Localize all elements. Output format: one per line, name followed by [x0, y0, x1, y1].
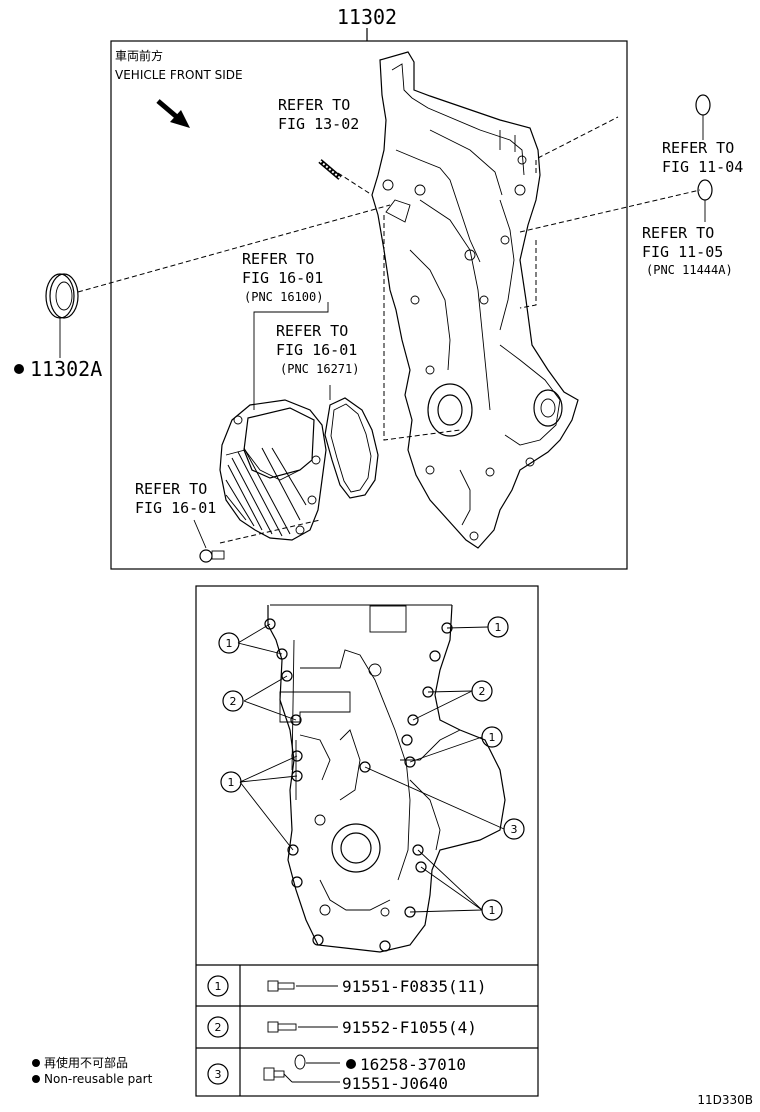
timing-cover-drawing [371, 51, 579, 549]
callout-1-top-right[interactable]: 1 [487, 616, 509, 638]
oil-seal-drawing [45, 273, 79, 358]
svg-text:1: 1 [489, 904, 496, 917]
ref-fig-16-01-a-line2[interactable]: FIG 16-01 [242, 269, 323, 287]
bolt-table [196, 964, 538, 1096]
non-reusable-marker-icon [346, 1059, 356, 1069]
bolt-table-row-1[interactable]: 1 91551-F0835(11) [207, 975, 487, 997]
o-ring-upper [695, 94, 711, 116]
bolt-with-washer-icon [263, 1054, 306, 1081]
o-ring-lower [697, 179, 713, 201]
main-part-number[interactable]: 11302 [337, 5, 397, 29]
svg-text:1: 1 [489, 731, 496, 744]
svg-text:16258-37010: 16258-37010 [360, 1055, 466, 1074]
bolt-table-row-2[interactable]: 2 91552-F1055(4) [207, 1016, 477, 1038]
svg-text:2: 2 [215, 1021, 222, 1034]
upper-panel-frame [110, 40, 628, 570]
figure-code: 11D330B [697, 1093, 753, 1107]
bolt-icon [267, 980, 295, 992]
pump-bolt-drawing [199, 549, 225, 563]
direction-label-jp: 車両前方 [115, 48, 163, 63]
ref-fig-11-05-pnc: (PNC 11444A) [646, 263, 733, 277]
ref-fig-16-01-b-line2[interactable]: FIG 16-01 [276, 341, 357, 359]
callout-1-top-left[interactable]: 1 [218, 632, 240, 654]
svg-text:3: 3 [215, 1068, 222, 1081]
svg-text:2: 2 [230, 695, 237, 708]
svg-text:1: 1 [228, 776, 235, 789]
svg-text:3: 3 [511, 823, 518, 836]
ref-fig-11-05-line2[interactable]: FIG 11-05 [642, 243, 723, 261]
stud-bolt-drawing [318, 159, 342, 180]
lower-panel-frame [195, 585, 539, 1097]
svg-text:1: 1 [495, 621, 502, 634]
callout-1-bottom-right[interactable]: 1 [481, 899, 503, 921]
ref-fig-13-02-line1[interactable]: REFER TO [278, 96, 350, 114]
svg-text:91552-F1055(4): 91552-F1055(4) [342, 1018, 477, 1037]
callout-1-mid-right[interactable]: 1 [481, 726, 503, 748]
bolt-icon [267, 1021, 297, 1033]
gasket-inner [330, 403, 372, 493]
seal-part-number[interactable]: 11302A [30, 357, 102, 381]
svg-text:91551-F0835(11): 91551-F0835(11) [342, 977, 487, 996]
callout-2-left[interactable]: 2 [222, 690, 244, 712]
pump-ref-leaders [193, 302, 331, 549]
svg-text:1: 1 [215, 980, 222, 993]
legend-jp: 再使用不可部品 [44, 1055, 128, 1070]
callout-3-right[interactable]: 3 [503, 818, 525, 840]
water-pump-gasket [324, 397, 379, 499]
ref-fig-16-01-b-line1[interactable]: REFER TO [276, 322, 348, 340]
ref-fig-11-04-line2[interactable]: FIG 11-04 [662, 158, 743, 176]
ref-fig-11-04-line1[interactable]: REFER TO [662, 139, 734, 157]
callout-2-right[interactable]: 2 [471, 680, 493, 702]
legend-en: Non-reusable part [44, 1072, 153, 1086]
svg-text:1: 1 [226, 637, 233, 650]
legend-marker-icon [32, 1059, 40, 1067]
front-direction-arrow-icon [156, 99, 190, 128]
cover-front-view [267, 604, 506, 953]
svg-text:91551-J0640: 91551-J0640 [342, 1074, 448, 1093]
ref-fig-16-01-c-line1[interactable]: REFER TO [135, 480, 207, 498]
svg-text:2: 2 [479, 685, 486, 698]
bolt-table-row-3[interactable]: 3 16258-37010 91551-J0640 [207, 1054, 466, 1093]
water-pump-drawing [219, 399, 327, 541]
ref-fig-16-01-a-line1[interactable]: REFER TO [242, 250, 314, 268]
alignment-dashes [77, 116, 701, 544]
ref-fig-16-01-c-line2[interactable]: FIG 16-01 [135, 499, 216, 517]
direction-label-en: VEHICLE FRONT SIDE [115, 68, 243, 82]
non-reusable-marker-icon [14, 364, 24, 374]
callout-leaders [237, 623, 505, 913]
ref-fig-13-02-line2[interactable]: FIG 13-02 [278, 115, 359, 133]
ref-fig-11-05-line1[interactable]: REFER TO [642, 224, 714, 242]
ref-fig-16-01-b-pnc: (PNC 16271) [280, 362, 359, 376]
ref-fig-16-01-a-pnc: (PNC 16100) [244, 290, 323, 304]
bolt-holes [264, 618, 453, 952]
callout-1-mid-left[interactable]: 1 [220, 771, 242, 793]
legend-marker-icon [32, 1075, 40, 1083]
